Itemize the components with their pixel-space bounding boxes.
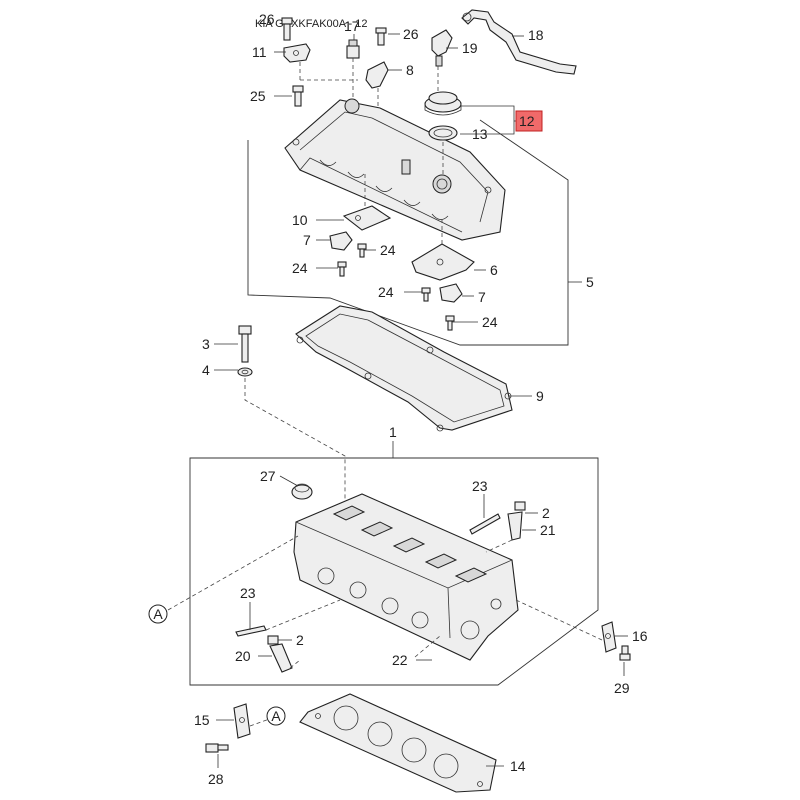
- callout-3: 3: [202, 336, 210, 352]
- part-28-bolt[interactable]: [205, 743, 229, 753]
- callout-24b: 24: [292, 260, 308, 276]
- callout-5: 5: [586, 274, 594, 290]
- callout-9: 9: [536, 388, 544, 404]
- part-29-bolt[interactable]: [619, 645, 631, 661]
- leader-lines: [214, 33, 628, 768]
- cylinder-head-frame: [189, 457, 599, 686]
- part-2-dowel-b[interactable]: [267, 635, 279, 645]
- part-21-tube[interactable]: [507, 511, 523, 541]
- part-11-bracket[interactable]: [283, 43, 311, 63]
- callout-24c: 24: [378, 284, 394, 300]
- callout-12-highlight: [515, 110, 543, 132]
- callout-1: 1: [389, 424, 397, 440]
- callout-19: 19: [462, 40, 478, 56]
- callout-16: 16: [632, 628, 648, 644]
- callout-22: 22: [392, 652, 408, 668]
- part-7-stopper-a[interactable]: [329, 231, 353, 251]
- callout-8: 8: [406, 62, 414, 78]
- part-17-stud[interactable]: [346, 39, 360, 59]
- part-7-stopper-b[interactable]: [439, 283, 463, 303]
- part-9-cover-gasket[interactable]: [295, 305, 513, 432]
- callout-7a: 7: [303, 232, 311, 248]
- callout-11: 11: [252, 44, 267, 60]
- callout-2b: 2: [296, 632, 304, 648]
- callout-17: 17: [344, 18, 360, 34]
- part-27-plug[interactable]: [291, 483, 313, 500]
- svg-text:A: A: [153, 606, 163, 622]
- callout-29: 29: [614, 680, 630, 696]
- part-26-bolt-b[interactable]: [375, 27, 387, 46]
- part-26-bolt-top[interactable]: [281, 17, 293, 41]
- part-25-bolt[interactable]: [292, 85, 304, 107]
- callout-2a: 2: [542, 505, 550, 521]
- part-24-bolt-d[interactable]: [445, 315, 455, 331]
- part-5-rocker-cover[interactable]: [284, 98, 506, 241]
- callout-23b: 23: [240, 585, 256, 601]
- part-18-breather-hose[interactable]: [461, 9, 577, 75]
- callout-4: 4: [202, 362, 210, 378]
- part-13-cap-gasket[interactable]: [428, 125, 458, 141]
- part-16-bracket[interactable]: [601, 621, 617, 653]
- callout-28: 28: [208, 771, 224, 787]
- callout-25: 25: [250, 88, 266, 104]
- part-19-pcv-valve[interactable]: [431, 29, 453, 67]
- part-23-stud-a[interactable]: [469, 513, 501, 535]
- callout-14: 14: [510, 758, 526, 774]
- callout-15: 15: [194, 712, 210, 728]
- callout-13: 13: [472, 126, 488, 142]
- callout-20: 20: [235, 648, 251, 664]
- callout-24d: 24: [482, 314, 498, 330]
- part-4-washer[interactable]: [237, 367, 253, 377]
- part-8-clip[interactable]: [365, 61, 389, 89]
- part-20-tube[interactable]: [269, 643, 293, 673]
- callout-26b: 26: [403, 26, 419, 42]
- cover-assembly-frame: [247, 119, 569, 346]
- callout-26a: 26: [259, 11, 275, 27]
- part-2-dowel-a[interactable]: [514, 501, 526, 511]
- reference-a-right: A: [266, 706, 286, 726]
- callout-labels: 26 11 17 26 8 19 18 25 12 13 10 7 24 24 …: [194, 11, 648, 787]
- reference-a-left: A: [148, 604, 168, 624]
- part-1-cylinder-head[interactable]: [293, 493, 519, 661]
- part-23-stud-b[interactable]: [235, 625, 267, 637]
- callout-21: 21: [540, 522, 556, 538]
- part-6-baffle-plate[interactable]: [411, 243, 475, 281]
- callout-24a: 24: [380, 242, 396, 258]
- callout-23a: 23: [472, 478, 488, 494]
- callout-10: 10: [292, 212, 308, 228]
- callout-6: 6: [490, 262, 498, 278]
- part-12-oil-filler-cap[interactable]: [424, 91, 462, 116]
- callout-7b: 7: [478, 289, 486, 305]
- part-15-bracket[interactable]: [233, 703, 251, 739]
- part-3-head-bolt[interactable]: [238, 325, 252, 363]
- part-24-bolt-c[interactable]: [421, 287, 431, 302]
- svg-text:A: A: [271, 708, 281, 724]
- part-14-head-gasket[interactable]: [299, 693, 497, 793]
- callout-18: 18: [528, 27, 544, 43]
- part-24-bolt-a[interactable]: [357, 243, 367, 258]
- callout-12: 12: [519, 113, 535, 129]
- part-10-baffle-plate[interactable]: [342, 205, 392, 231]
- callout-27: 27: [260, 468, 276, 484]
- part-24-bolt-b[interactable]: [337, 261, 347, 277]
